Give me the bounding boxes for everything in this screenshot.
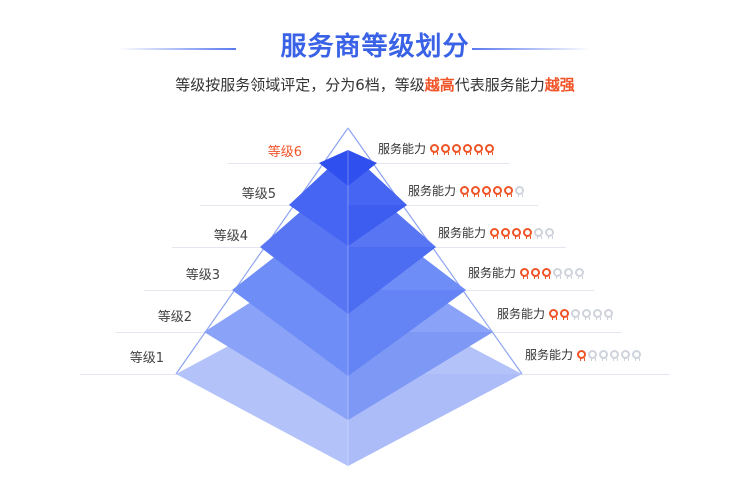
level-label-1: 等级1 [129,351,164,366]
medal-filled-icon [430,143,440,155]
medal-empty-icon [610,349,620,361]
tier-1-shade [348,374,522,466]
capability-row-2: 服务能力 [497,305,615,322]
rating-medals [430,142,496,156]
rating-medals [460,184,526,198]
medal-filled-icon [504,185,514,197]
title-divider-left [118,48,236,50]
capability-label: 服务能力 [468,266,517,280]
rating-medals [490,226,556,240]
medal-empty-icon [545,227,555,239]
capability-row-4: 服务能力 [438,224,556,241]
capability-row-6: 服务能力 [378,140,496,157]
medal-filled-icon [452,143,462,155]
level-label-2: 等级2 [157,310,192,325]
capability-label: 服务能力 [438,226,487,240]
medal-filled-icon [463,143,473,155]
tier-4-shade [348,247,436,314]
medal-filled-icon [485,143,495,155]
subtitle-highlight-higher: 越高 [424,76,455,94]
medal-empty-icon [621,349,631,361]
capability-label: 服务能力 [378,142,427,156]
medal-empty-icon [593,308,603,320]
header: 服务商等级划分 [0,26,750,66]
medal-filled-icon [471,185,481,197]
medal-filled-icon [523,227,533,239]
medal-filled-icon [531,267,541,279]
medal-filled-icon [482,185,492,197]
medal-filled-icon [560,308,570,320]
capability-label: 服务能力 [408,184,457,198]
subtitle-highlight-stronger: 越强 [544,76,575,94]
tier-2-shade [348,332,493,420]
medal-empty-icon [632,349,642,361]
level-label-5: 等级5 [241,187,276,202]
tier-3-shade [348,290,466,376]
medal-filled-icon [441,143,451,155]
medal-filled-icon [549,308,559,320]
medal-empty-icon [604,308,614,320]
capability-row-3: 服务能力 [468,264,586,281]
medal-filled-icon [460,185,470,197]
medal-empty-icon [575,267,585,279]
level-label-3: 等级3 [185,268,220,283]
subtitle: 等级按服务领域评定，分为6档，等级越高代表服务能力越强 [0,74,750,95]
subtitle-part-1: 等级按服务领域评定，分为6档，等级 [175,76,425,94]
capability-label: 服务能力 [525,348,574,362]
medal-filled-icon [512,227,522,239]
rating-medals [577,348,643,362]
capability-row-5: 服务能力 [408,182,526,199]
medal-filled-icon [520,267,530,279]
medal-filled-icon [493,185,503,197]
medal-empty-icon [588,349,598,361]
medal-empty-icon [582,308,592,320]
capability-label: 服务能力 [497,307,546,321]
medal-empty-icon [553,267,563,279]
medal-empty-icon [515,185,525,197]
medal-empty-icon [564,267,574,279]
page-title: 服务商等级划分 [280,32,470,62]
medal-filled-icon [542,267,552,279]
medal-empty-icon [534,227,544,239]
medal-filled-icon [474,143,484,155]
tier-5-shade [348,205,407,246]
title-divider-right [472,48,590,50]
medal-filled-icon [501,227,511,239]
rating-medals [549,307,615,321]
level-label-6: 等级6 [267,145,302,160]
level-label-4: 等级4 [213,229,248,244]
pyramid-outline [175,127,523,375]
rating-medals [520,266,586,280]
medal-empty-icon [571,308,581,320]
medal-filled-icon [577,349,587,361]
subtitle-part-2: 代表服务能力 [454,76,545,94]
capability-row-1: 服务能力 [525,346,643,363]
medal-empty-icon [599,349,609,361]
medal-filled-icon [490,227,500,239]
